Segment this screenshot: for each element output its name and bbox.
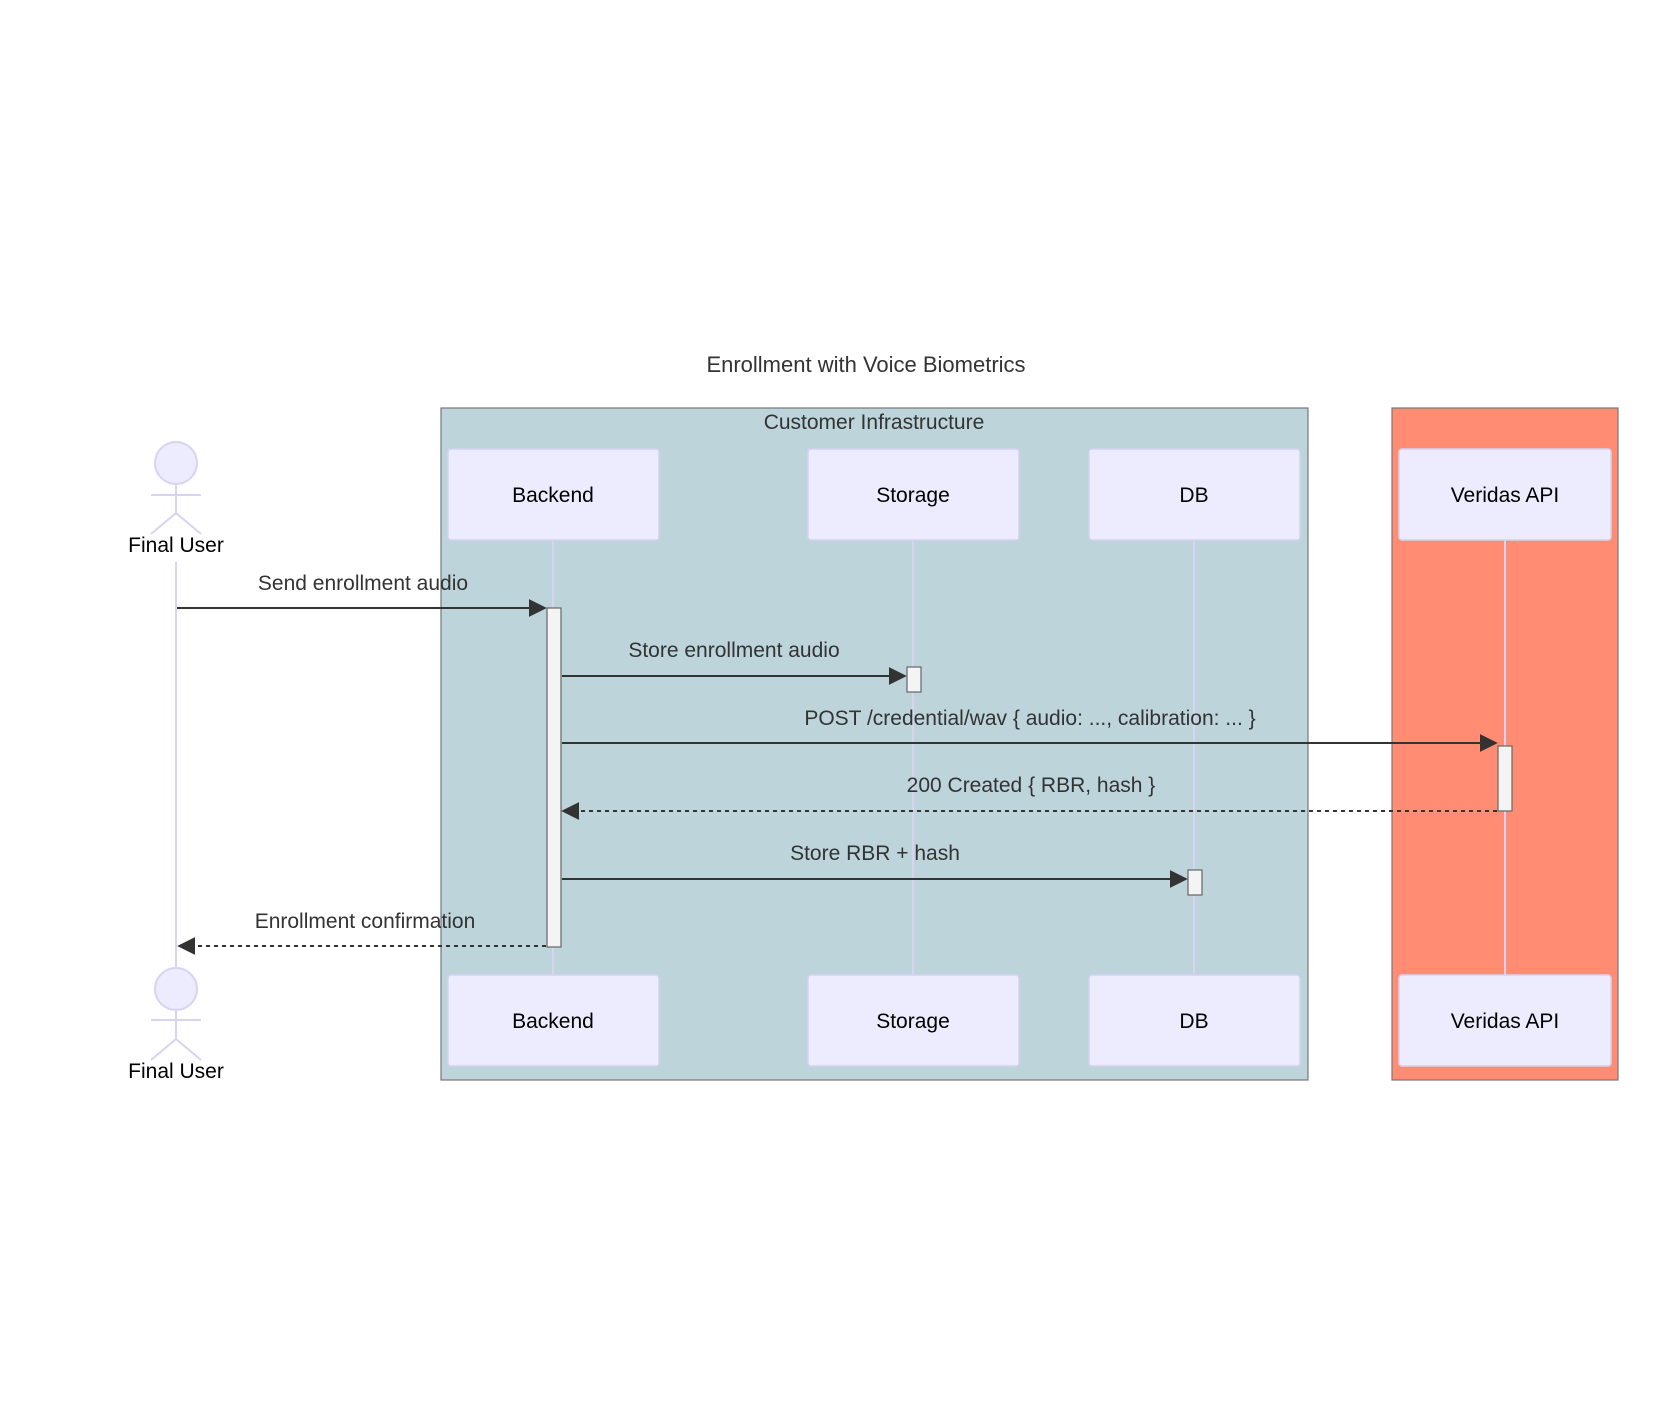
- actor-final-user-label: Final User: [128, 534, 224, 557]
- activation-db: [1187, 869, 1203, 896]
- message-label: Enrollment confirmation: [255, 910, 476, 933]
- participant-backend-label-bottom: Backend: [512, 1010, 594, 1033]
- diagram-title: Enrollment with Voice Biometrics: [706, 352, 1025, 377]
- participant-db-bottom: DB: [1088, 974, 1301, 1067]
- actor-head-icon: [154, 967, 198, 1011]
- message-post-credential: POST /credential/wav { audio: ..., calib…: [562, 707, 1498, 752]
- message-label: 200 Created { RBR, hash }: [907, 774, 1156, 797]
- participant-veridas-api-bottom: Veridas API: [1398, 974, 1612, 1067]
- participant-storage-bottom: Storage: [807, 974, 1020, 1067]
- participant-veridas-api-label: Veridas API: [1451, 484, 1560, 507]
- actor-head-icon: [154, 441, 198, 485]
- participant-backend-bottom: Backend: [447, 974, 660, 1067]
- participant-storage-label: Storage: [876, 484, 950, 507]
- participant-storage-label-bottom: Storage: [876, 1010, 950, 1033]
- message-label: Store enrollment audio: [628, 639, 839, 662]
- participant-veridas-api-label-bottom: Veridas API: [1451, 1010, 1560, 1033]
- participant-backend-label: Backend: [512, 484, 594, 507]
- message-store-enrollment-audio: Store enrollment audio: [562, 639, 907, 685]
- participant-backend-top: Backend: [447, 448, 660, 541]
- participant-db-top: DB: [1088, 448, 1301, 541]
- activation-backend: [546, 607, 562, 948]
- participant-veridas-api-top: Veridas API: [1398, 448, 1612, 541]
- group-customer-label: Customer Infrastructure: [764, 411, 985, 434]
- actor-final-user-bottom: Final User: [128, 967, 224, 1083]
- message-200-created: 200 Created { RBR, hash }: [561, 774, 1497, 820]
- message-label: POST /credential/wav { audio: ..., calib…: [804, 707, 1255, 730]
- message-label: Store RBR + hash: [790, 842, 960, 865]
- participant-db-label-bottom: DB: [1179, 1010, 1208, 1033]
- participant-db-label: DB: [1179, 484, 1208, 507]
- message-enrollment-confirmation: Enrollment confirmation: [177, 910, 546, 955]
- actor-final-user-label-bottom: Final User: [128, 1060, 224, 1083]
- actor-final-user-top: Final User: [128, 441, 224, 557]
- message-send-enrollment-audio: Send enrollment audio: [177, 572, 547, 617]
- participant-storage-top: Storage: [807, 448, 1020, 541]
- activation-veridas-api: [1497, 745, 1513, 812]
- message-label: Send enrollment audio: [258, 572, 468, 595]
- message-store-rbr-hash: Store RBR + hash: [562, 842, 1188, 888]
- activation-storage: [906, 666, 922, 693]
